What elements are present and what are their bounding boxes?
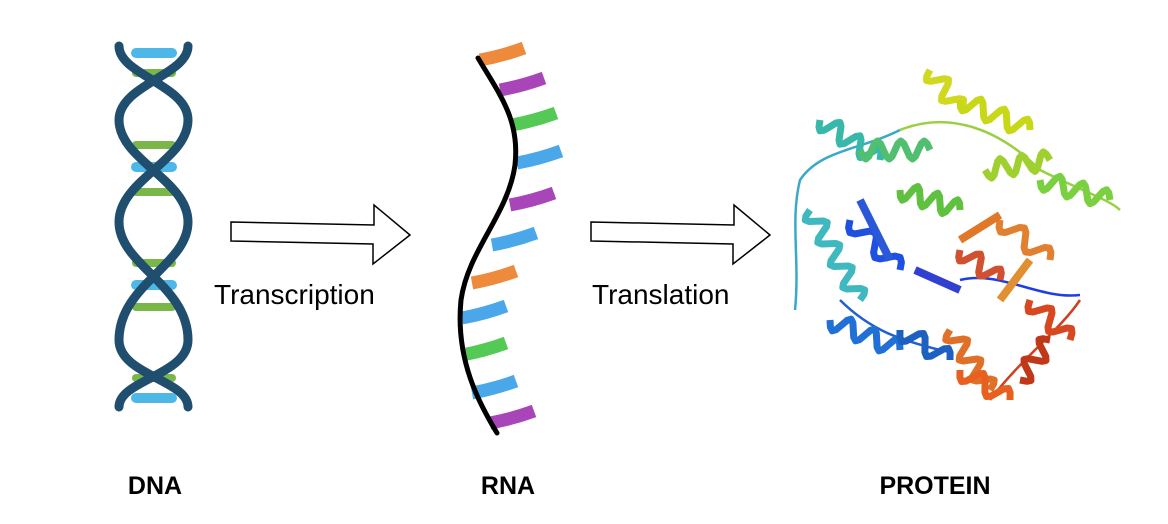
protein-helix [923,68,967,112]
protein-helix [1019,335,1051,385]
protein-sheet [856,198,894,262]
protein-caption: PROTEIN [879,472,991,500]
translation-label: Translation [592,279,730,310]
rna-base [510,106,559,132]
protein-helix [896,183,964,217]
rna-strand-icon [457,41,564,436]
rna-bases [460,41,564,430]
protein-helix [955,249,1005,281]
dna-caption: DNA [127,472,183,500]
protein-helix [956,369,1014,401]
dna-strand-left [114,41,193,412]
rna-base [460,336,509,362]
protein-helix [1024,299,1076,341]
dna-base-pairs [131,48,177,403]
rna-caption: RNA [480,472,536,500]
rna-base [498,71,547,97]
protein-structure-icon [793,68,1121,401]
rna-base [478,41,527,67]
rna-base [515,144,564,170]
protein-helix [801,208,869,302]
rna-base [470,374,519,400]
protein-helix [1036,172,1114,208]
transcription-label: Transcription [214,279,375,310]
translation-arrow [590,203,772,266]
protein-loop [959,276,1081,297]
protein-helix [856,137,934,163]
rna-base [488,404,537,430]
protein-helix [845,219,905,271]
protein-helix [896,329,954,361]
dna-strand-right [114,41,193,412]
protein-helix [995,219,1055,261]
protein-sheet [996,257,1034,303]
rna-base [460,299,509,325]
protein-helix [826,315,904,355]
protein-helix [982,148,1053,182]
protein-sheet [913,266,962,294]
dna-helix-icon [114,41,193,412]
transcription-arrow [230,203,412,266]
protein-sheet [957,211,1003,244]
rna-base [470,264,519,290]
rna-backbone [457,55,519,436]
protein-helix [956,95,1034,135]
rna-base [490,226,539,252]
rna-base [508,186,557,212]
